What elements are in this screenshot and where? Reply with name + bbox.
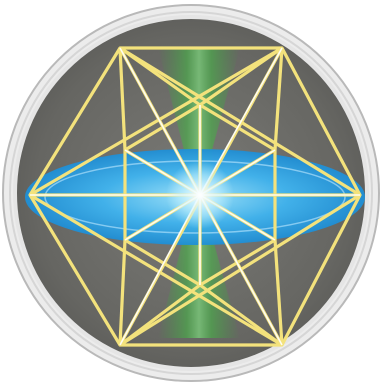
center-glow [166, 161, 234, 229]
